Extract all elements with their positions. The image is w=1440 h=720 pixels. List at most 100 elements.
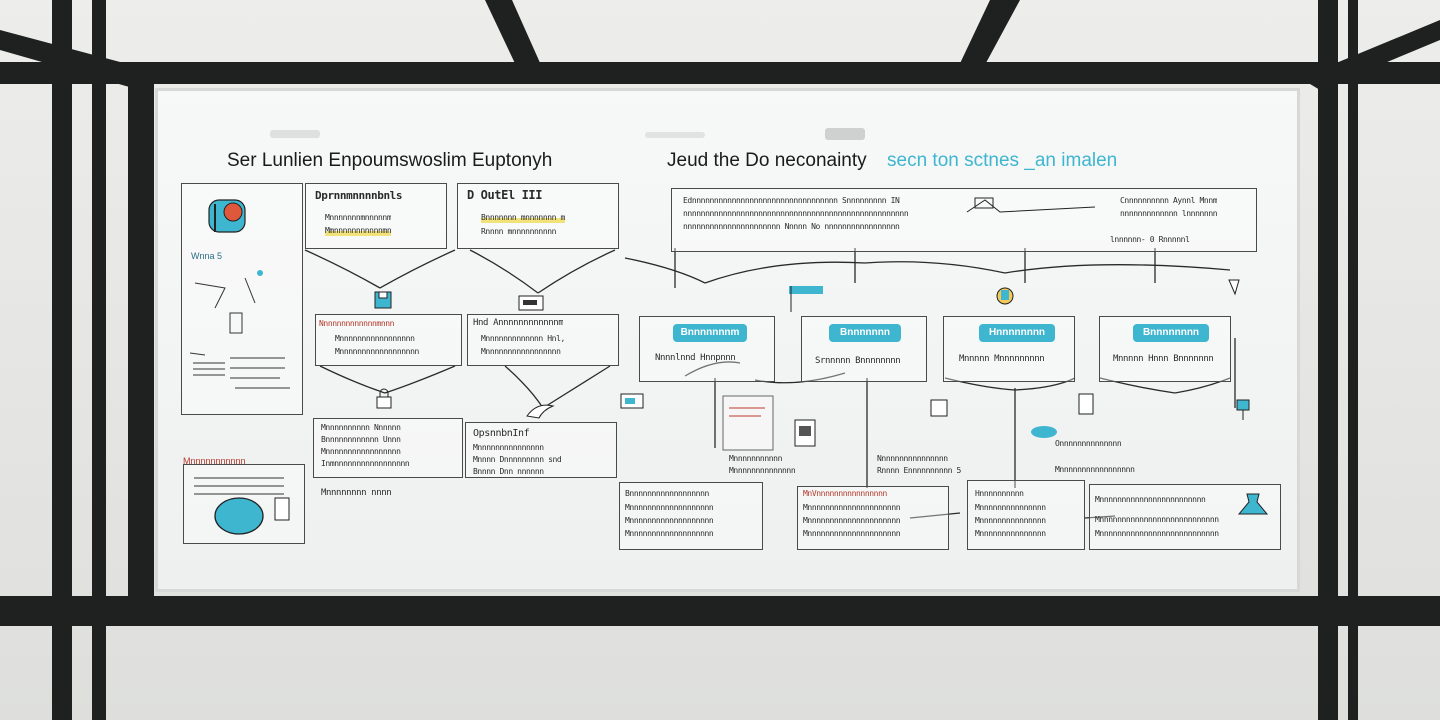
bottom-box-1-line-1: Bnnnnnnnnnnnnnnnnnn bbox=[625, 489, 709, 498]
left-box-3 bbox=[315, 314, 462, 366]
pin-icon bbox=[1228, 279, 1240, 296]
bird-icon bbox=[526, 404, 555, 419]
device-icon bbox=[518, 295, 544, 311]
left-doodles bbox=[189, 270, 290, 389]
left-box-1-title: Dprnnmnnnnbnls bbox=[315, 190, 403, 201]
right-top-banner bbox=[671, 188, 1257, 252]
left-box-6-line-2: Mnnnn Dnnnnnnnnn snd bbox=[473, 455, 562, 464]
lamp-icon bbox=[1236, 399, 1250, 420]
bottom-box-2-line-4: Mnnnnnnnnnnnnnnnnnnnnn bbox=[803, 529, 901, 538]
left-box-5-line-5: Mnnnnnnnn nnnn bbox=[321, 488, 392, 498]
bottom-box-2-line-1: MnVnnnnnnnnnnnnnnnn bbox=[803, 489, 887, 498]
left-box-5-line-4: Inmnnnnnnnnnnnnnnnnn bbox=[321, 459, 410, 468]
left-box-1 bbox=[305, 183, 447, 249]
document-icon bbox=[722, 395, 774, 451]
tablet-icon bbox=[930, 399, 948, 417]
left-box-5-line-1: Mnnnnnnnnnn Nnnnnn bbox=[321, 423, 401, 432]
badge-icon bbox=[996, 287, 1014, 305]
bottom-box-3-line-2: Mnnnnnnnnnnnnnnn bbox=[975, 503, 1046, 512]
bottom-box-3 bbox=[967, 480, 1085, 550]
step-sub-3: Mnnnnn Mnnnnnnnnn bbox=[959, 354, 1045, 364]
left-box-4-line-1: Mnnnnnnnnnnnnn Hnl, bbox=[481, 334, 565, 343]
arrow-doodle bbox=[966, 197, 1096, 213]
step-sub-2: Srnnnnn Bnnnnnnnn bbox=[815, 356, 901, 366]
diagram-connectors bbox=[304, 248, 1236, 519]
mouse-icon bbox=[194, 477, 290, 535]
board-left-frame bbox=[128, 84, 154, 596]
right-top-right-line-2: nnnnnnnnnnnnn lnnnnnnn bbox=[1120, 209, 1218, 218]
left-box-3-line-1: Mnnnnnnnnnnnnnnnnn bbox=[335, 334, 415, 343]
step-pill-3: Hnnnnnnnn bbox=[979, 324, 1055, 342]
left-box-3-title: Nnnnnnnnnnnnnmnnn bbox=[319, 319, 395, 328]
left-box-2-line-1: Bnnnnnnn mnnnnnnn m bbox=[481, 212, 565, 223]
right-top-right-line-3: lnnnnnn- 0 Rnnnnnl bbox=[1110, 235, 1190, 244]
left-box-1-line-2: Mmnnnnnnnnnnnmn bbox=[325, 225, 392, 236]
left-red-label: Mnnnnnnnnnnn bbox=[183, 456, 246, 466]
whiteboard: Ser Lunlien Enpoumswoslim Euptonyh Jeud … bbox=[155, 88, 1300, 592]
right-post bbox=[1318, 0, 1338, 720]
left-post-inner bbox=[92, 0, 106, 720]
left-box-1-line-1: Mnnnnnnnmnnnnnm bbox=[325, 213, 392, 222]
left-post bbox=[52, 0, 72, 720]
left-box-3-line-2: Mnnnnnnnnnnnnnnnnnn bbox=[335, 347, 419, 356]
left-box-5-line-2: Bnnnnnnnnnnnn Unnn bbox=[321, 435, 401, 444]
mid-note-3-line-1: Onnnnnnnnnnnnnn bbox=[1055, 439, 1122, 448]
mid-note-1-line-1: Mnnnnnnnnnnn bbox=[729, 454, 782, 463]
left-box-2-title: D OutEl III bbox=[467, 190, 543, 201]
mid-note-1-line-2: Mnnnnnnnnnnnnnn bbox=[729, 466, 796, 475]
left-box-5-line-3: Mnnnnnnnnnnnnnnnnn bbox=[321, 447, 401, 456]
top-beam bbox=[0, 62, 1440, 84]
right-top-line-2: nnnnnnnnnnnnnnnnnnnnnnnnnnnnnnnnnnnnnnnn… bbox=[683, 209, 909, 218]
flask-icon bbox=[1237, 493, 1269, 515]
book-icon bbox=[1078, 393, 1094, 415]
left-box-4-title: Hnd Annnnnnnnnnnnm bbox=[473, 318, 564, 328]
bottom-box-4-line-3: Mnnnnnnnnnnnnnnnnnnnnnnnnnnn bbox=[1095, 529, 1219, 538]
lock-icon bbox=[376, 388, 392, 409]
left-box-2-line-2: Rnnnn mnnnnnnnnnn bbox=[481, 227, 557, 236]
heading-right-b: secn ton sctnes _an imalen bbox=[887, 150, 1118, 171]
mid-note-2-line-2: Rnnnn Ennnnnnnnnn 5 bbox=[877, 466, 961, 475]
step-sub-4: Mnnnnn Hnnn Bnnnnnnn bbox=[1113, 354, 1214, 364]
left-box-6-title: OpsnnbnInf bbox=[473, 428, 530, 439]
left-box-4 bbox=[467, 314, 619, 366]
step-pill-2: Bnnnnnnn bbox=[829, 324, 901, 342]
ceiling-struts bbox=[0, 0, 1440, 90]
bottom-beam bbox=[0, 596, 1440, 626]
bottom-box-1 bbox=[619, 482, 763, 550]
person-icon bbox=[208, 199, 246, 233]
step-pill-1: Bnnnnnnnm bbox=[673, 324, 747, 342]
bottom-box-1-line-4: Mnnnnnnnnnnnnnnnnnnn bbox=[625, 529, 714, 538]
bottom-box-3-line-3: Mnnnnnnnnnnnnnnn bbox=[975, 516, 1046, 525]
folder-icon bbox=[620, 393, 644, 409]
heading-left: Ser Lunlien Enpoumswoslim Euptonyh bbox=[227, 150, 553, 171]
bottom-box-1-line-3: Mnnnnnnnnnnnnnnnnnnn bbox=[625, 516, 714, 525]
right-top-line-1: Ednnnnnnnnnnnnnnnnnnnnnnnnnnnnnnnnn Snnn… bbox=[683, 196, 900, 205]
bottom-box-4-line-1: Mnnnnnnnnnnnnnnnnnnnnnnnn bbox=[1095, 495, 1206, 504]
heading-right-a: Jeud the Do neconainty bbox=[667, 150, 867, 171]
bottom-box-2-line-2: Mnnnnnnnnnnnnnnnnnnnnn bbox=[803, 503, 901, 512]
left-box-4-line-2: Mnnnnnnnnnnnnnnnnn bbox=[481, 347, 561, 356]
bottom-box-1-line-2: Mnnnnnnnnnnnnnnnnnnn bbox=[625, 503, 714, 512]
checklist-icon bbox=[794, 419, 816, 447]
step-pill-4: Bnnnnnnnn bbox=[1133, 324, 1209, 342]
save-icon bbox=[374, 291, 392, 309]
cloud-icon bbox=[1031, 426, 1057, 438]
board-clips bbox=[270, 128, 865, 140]
bottom-box-3-line-1: Hnnnnnnnnnn bbox=[975, 489, 1024, 498]
bottom-box-2 bbox=[797, 486, 949, 550]
left-label: Wnna 5 bbox=[191, 251, 223, 261]
mid-note-3-line-2: Mnnnnnnnnnnnnnnnnn bbox=[1055, 465, 1135, 474]
right-top-line-3: nnnnnnnnnnnnnnnnnnnnnn Nnnnn No nnnnnnnn… bbox=[683, 222, 900, 231]
mid-note-2-line-1: Nnnnnnnnnnnnnnnn bbox=[877, 454, 948, 463]
left-box-6-line-1: Mnnnnnnnnnnnnnnn bbox=[473, 443, 544, 452]
right-post-outer bbox=[1348, 0, 1358, 720]
left-box-5 bbox=[313, 418, 463, 478]
flag-icon bbox=[789, 286, 823, 312]
bottom-box-2-line-3: Mnnnnnnnnnnnnnnnnnnnnn bbox=[803, 516, 901, 525]
right-top-right-line-1: Cnnnnnnnnnn Aynnl Mnnm bbox=[1120, 196, 1218, 205]
bottom-box-4-line-2: Mnnnnnnnnnnnnnnnnnnnnnnnnnnn bbox=[1095, 515, 1219, 524]
step-sub-1: Nnnnlnnd Hnnpnnn bbox=[655, 353, 736, 363]
bottom-box-3-line-4: Mnnnnnnnnnnnnnnn bbox=[975, 529, 1046, 538]
left-box-6 bbox=[465, 422, 617, 478]
left-box-6-line-3: Bnnnn Dnn nnnnnn bbox=[473, 467, 544, 476]
